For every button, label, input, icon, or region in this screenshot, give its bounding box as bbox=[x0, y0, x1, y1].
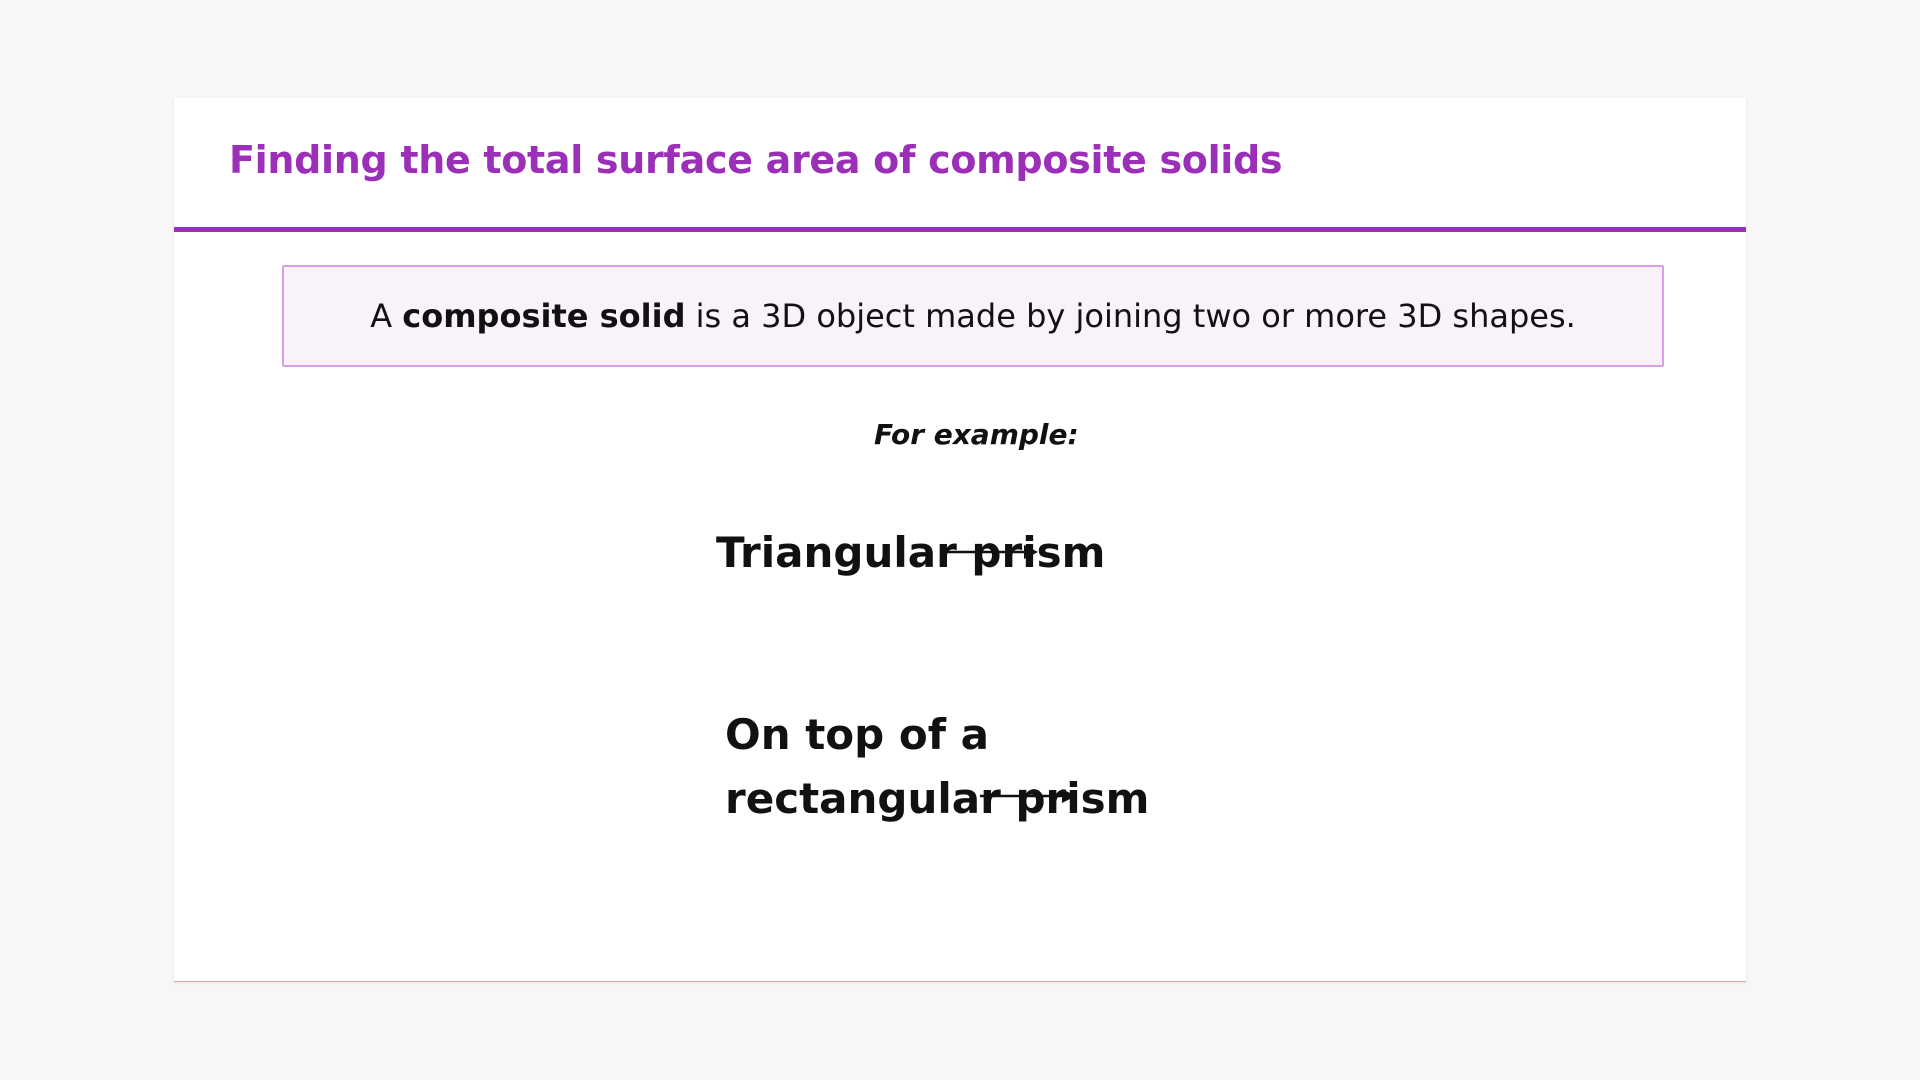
triangular-prism-label-text: Triangular prism bbox=[716, 528, 1106, 577]
definition-term: composite solid bbox=[402, 297, 686, 335]
definition-suffix: is a 3D object made by joining two or mo… bbox=[685, 297, 1576, 335]
rectangular-prism-label-line1: On top of a bbox=[725, 710, 989, 759]
rectangular-prism-label: On top of a rectangular prism bbox=[725, 703, 1149, 831]
arrow-right-icon bbox=[942, 545, 1038, 559]
example-label: For example: bbox=[874, 418, 1079, 451]
slide: Finding the total surface area of compos… bbox=[174, 98, 1746, 982]
definition-prefix: A bbox=[370, 297, 403, 335]
slide-title: Finding the total surface area of compos… bbox=[229, 138, 1283, 182]
arrow-right-icon bbox=[980, 789, 1076, 803]
definition-box: A composite solid is a 3D object made by… bbox=[282, 265, 1664, 367]
triangular-prism-label: Triangular prism bbox=[716, 521, 1105, 585]
rectangular-prism-label-line2: rectangular prism bbox=[725, 774, 1150, 823]
title-divider bbox=[174, 227, 1746, 232]
